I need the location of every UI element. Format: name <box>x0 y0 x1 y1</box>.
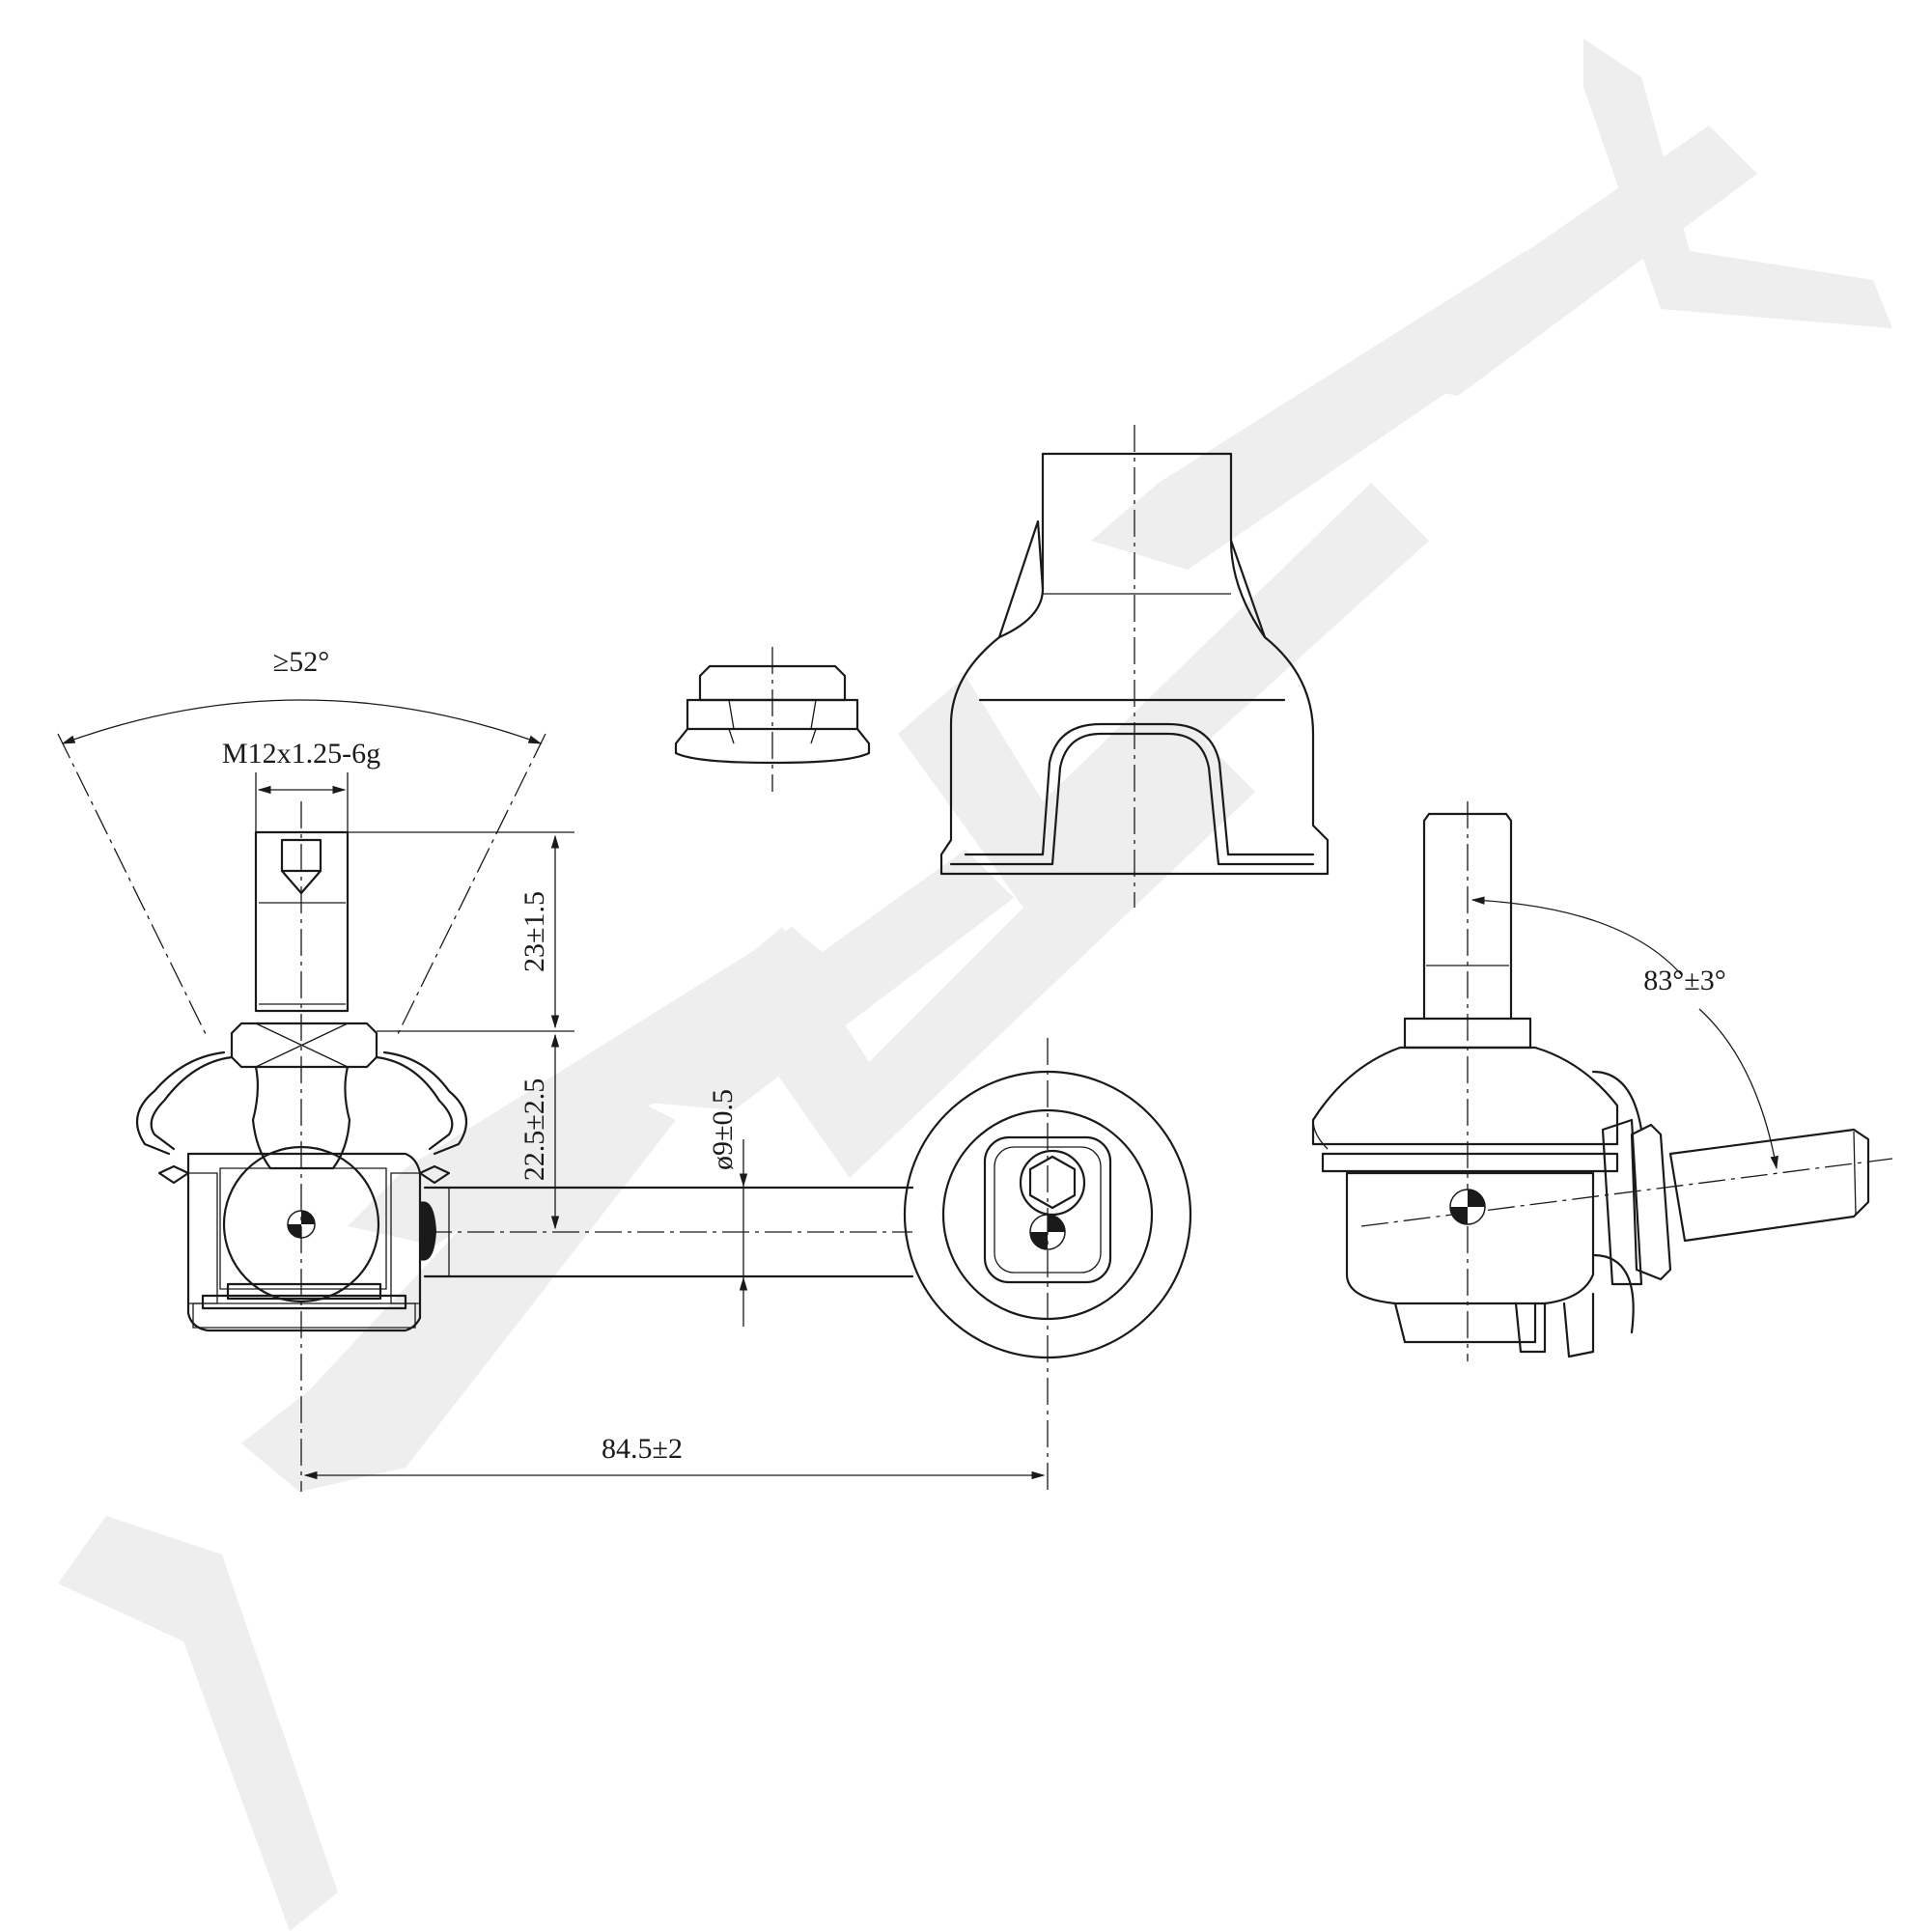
dimension-center-distance: 84.5±2 <box>303 1433 1046 1480</box>
left-ball-joint-section <box>135 801 468 1492</box>
dimension-stud-length: 23±1.5 <box>348 831 574 1032</box>
body-offset-label: 22.5±2.5 <box>518 1078 550 1181</box>
stud-length-label: 23±1.5 <box>518 891 550 972</box>
dimension-body-offset: 22.5±2.5 <box>518 1033 560 1230</box>
side-view-joint <box>1311 801 1893 1361</box>
boot-bracket-view <box>939 425 1330 908</box>
flange-nut-view <box>674 647 871 792</box>
stud-angle-label: 83°±3° <box>1643 965 1725 996</box>
lower-eye-view <box>903 1038 1192 1492</box>
thread-spec-label: M12x1.25-6g <box>222 738 380 770</box>
dimension-stud-angle: 83°±3° <box>1470 896 1778 1170</box>
rod-diameter-label: ø9±0.5 <box>707 1089 739 1170</box>
stabilizer-rod <box>423 1186 914 1278</box>
dimension-rod-diameter: ø9±0.5 <box>707 1089 748 1327</box>
angle-min-label: ≥52° <box>273 646 329 678</box>
dimension-angle-min: ≥52° <box>57 646 546 1039</box>
center-distance-label: 84.5±2 <box>602 1433 683 1465</box>
watermark-logo <box>58 39 1892 1931</box>
dimension-thread: M12x1.25-6g <box>222 738 380 832</box>
